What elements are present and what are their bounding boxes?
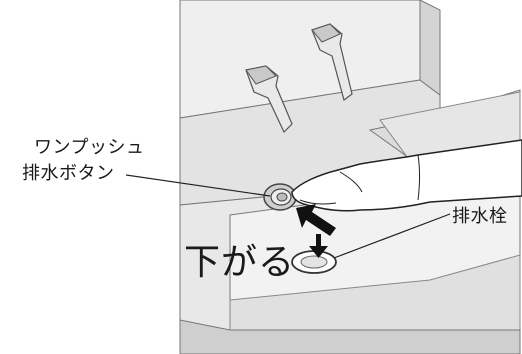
faucet-handle-right (311, 23, 353, 102)
arrow-diagonal-icon (296, 204, 336, 236)
one-push-drain-button (263, 183, 297, 211)
leader-lines (125, 174, 451, 259)
drain-plug (291, 250, 337, 274)
counter-edge (179, 319, 521, 354)
button-callout-line2: 排水ボタン (22, 163, 115, 184)
faucet-handle-left (245, 65, 293, 134)
button-callout-line1: ワンプッシュ (34, 137, 145, 158)
lower-instruction-label: 下がる (184, 242, 296, 283)
arrow-down-icon (309, 234, 328, 258)
drain-plug-callout: 排水栓 (452, 206, 508, 227)
